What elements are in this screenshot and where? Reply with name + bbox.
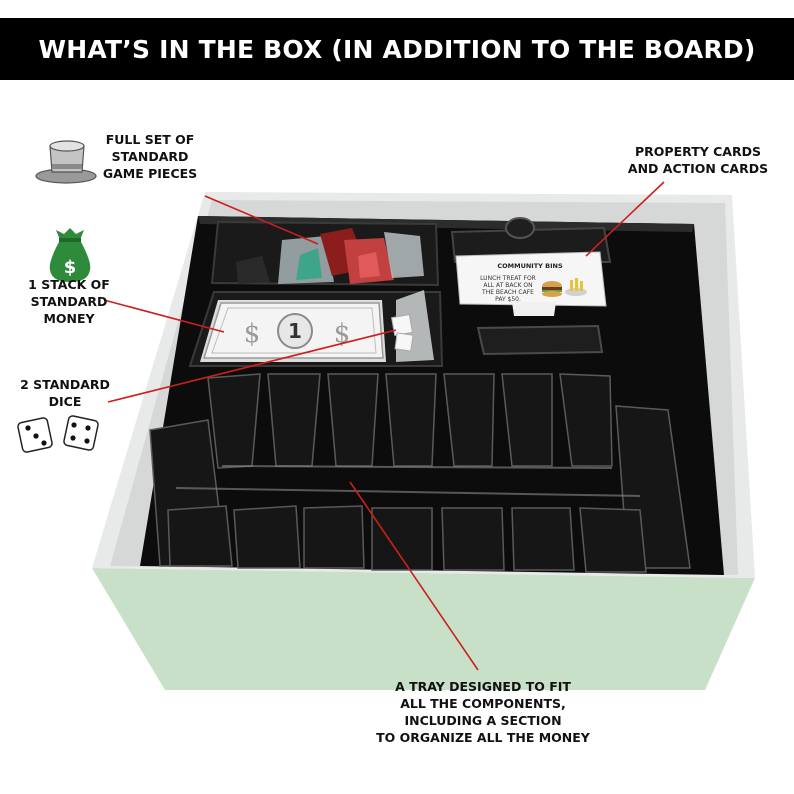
box-green-side [92,568,755,690]
callout-line-text: 1 STACK OF [28,277,110,292]
top-hat-icon [35,140,97,184]
callout-line-cards [585,181,665,257]
callout-line-tray [349,481,479,671]
dice-icon [17,415,99,453]
tray-highlights [175,465,641,497]
card-line: PAY $50. [495,296,521,303]
card-title: COMMUNITY BINS [497,262,563,270]
small-well [476,324,604,356]
callout-line-text: ALL THE COMPONENTS, [400,696,566,711]
money-stack: 1 $ $ [200,300,386,362]
callout-line-text: PROPERTY CARDS [635,144,761,159]
callout-dice: 2 STANDARD DICE [10,376,120,410]
callout-lines [103,181,665,671]
header-banner: WHAT’S IN THE BOX (IN ADDITION TO THE BO… [0,18,794,80]
callout-line-text: DICE [48,394,82,409]
bill-denomination: 1 [288,319,302,343]
money-slots [149,373,691,573]
callout-line-text: 2 STANDARD [20,377,110,392]
callout-cards: PROPERTY CARDS AND ACTION CARDS [614,143,782,177]
callout-line-text: STANDARD [111,149,189,164]
dice-bag [390,290,434,362]
card-line: ALL AT BACK ON [483,282,532,289]
callout-line-money [103,299,225,333]
callout-line-text: TO ORGANIZE ALL THE MONEY [376,730,590,745]
money-bag-icon: $ [49,228,91,282]
bill-dollar-right: $ [334,319,351,349]
callout-line-text: INCLUDING A SECTION [404,713,562,728]
callout-line-text: AND ACTION CARDS [627,161,769,176]
callout-tray: A TRAY DESIGNED TO FIT ALL THE COMPONENT… [358,678,608,746]
callout-game-pieces: FULL SET OF STANDARD GAME PIECES [90,131,210,182]
game-pieces [236,228,424,284]
callout-line-text: FULL SET OF [105,132,195,147]
callout-line-text: GAME PIECES [102,166,198,181]
callout-line-text: A TRAY DESIGNED TO FIT [395,679,571,694]
money-bag-symbol: $ [64,257,77,278]
fries-icon [565,278,587,296]
bill-dollar-left: $ [244,319,261,349]
card-line: LUNCH TREAT FOR [480,275,536,282]
callout-line-text: STANDARD [30,294,108,309]
callout-money: 1 STACK OF STANDARD MONEY [14,276,124,327]
community-card: COMMUNITY BINS LUNCH TREAT FOR ALL AT BA… [455,251,607,316]
card-line: THE BEACH CAFE [481,289,534,296]
callout-line-text: MONEY [43,311,95,326]
callout-line-game-pieces [204,195,319,245]
page-title: WHAT’S IN THE BOX (IN ADDITION TO THE BO… [38,34,756,64]
callout-line-dice [107,329,397,403]
burger-icon [542,281,562,297]
